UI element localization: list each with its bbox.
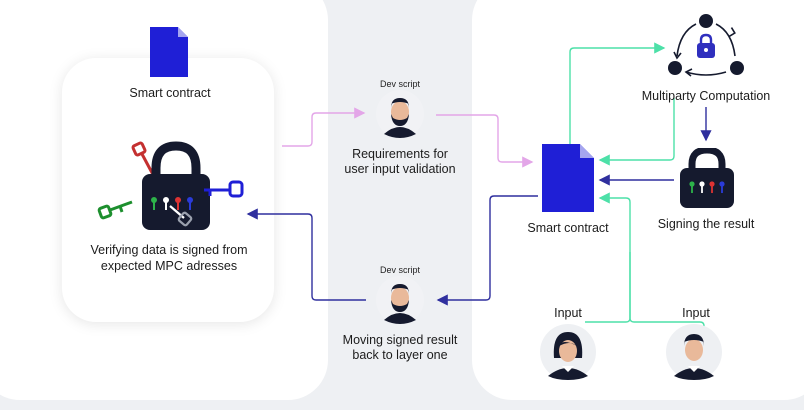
arrow-left-to-devscript: [282, 107, 366, 147]
arrow-devscript-to-contract: [436, 114, 534, 168]
dev-script-bottom-caption: Dev script: [379, 265, 420, 275]
dev-top-line-1: Requirements for: [352, 147, 448, 161]
arrow-input-right-to-contract: [629, 252, 705, 334]
avatar-icon: [376, 90, 424, 138]
right-contract-label: Smart contract: [527, 221, 609, 235]
signing-label: Signing the result: [657, 217, 755, 231]
arrow-inputs-to-contract: [585, 192, 631, 323]
avatar-icon: [376, 276, 424, 324]
right-panel: [472, 0, 804, 400]
dev-top-line-2: user input validation: [344, 162, 456, 176]
left-contract-label: Smart contract: [129, 86, 211, 100]
arrow-contract-to-devscript: [436, 195, 538, 306]
padlock-icon: [680, 148, 734, 208]
mpc-cycle-icon: [668, 14, 744, 77]
dev-bottom-line-2: back to layer one: [352, 348, 448, 362]
mpc-label: Multiparty Computation: [641, 89, 771, 103]
avatar-icon: [666, 324, 722, 380]
dev-script-top-caption: Dev script: [379, 79, 420, 89]
input-left-label: Input: [554, 306, 582, 320]
arrow-devscript-to-left: [246, 208, 366, 301]
document-icon: [150, 27, 188, 77]
verify-line-1: Verifying data is signed from: [90, 243, 248, 257]
dev-bottom-line-1: Moving signed result: [342, 333, 458, 347]
verify-line-2: expected MPC adresses: [100, 259, 238, 273]
avatar-icon: [540, 324, 596, 380]
input-right-label: Input: [682, 306, 710, 320]
padlock-icon: [97, 141, 244, 230]
document-icon: [542, 144, 594, 212]
arrow-contract-to-mpc: [569, 42, 666, 144]
arrow-mpc-to-contract: [598, 98, 675, 166]
